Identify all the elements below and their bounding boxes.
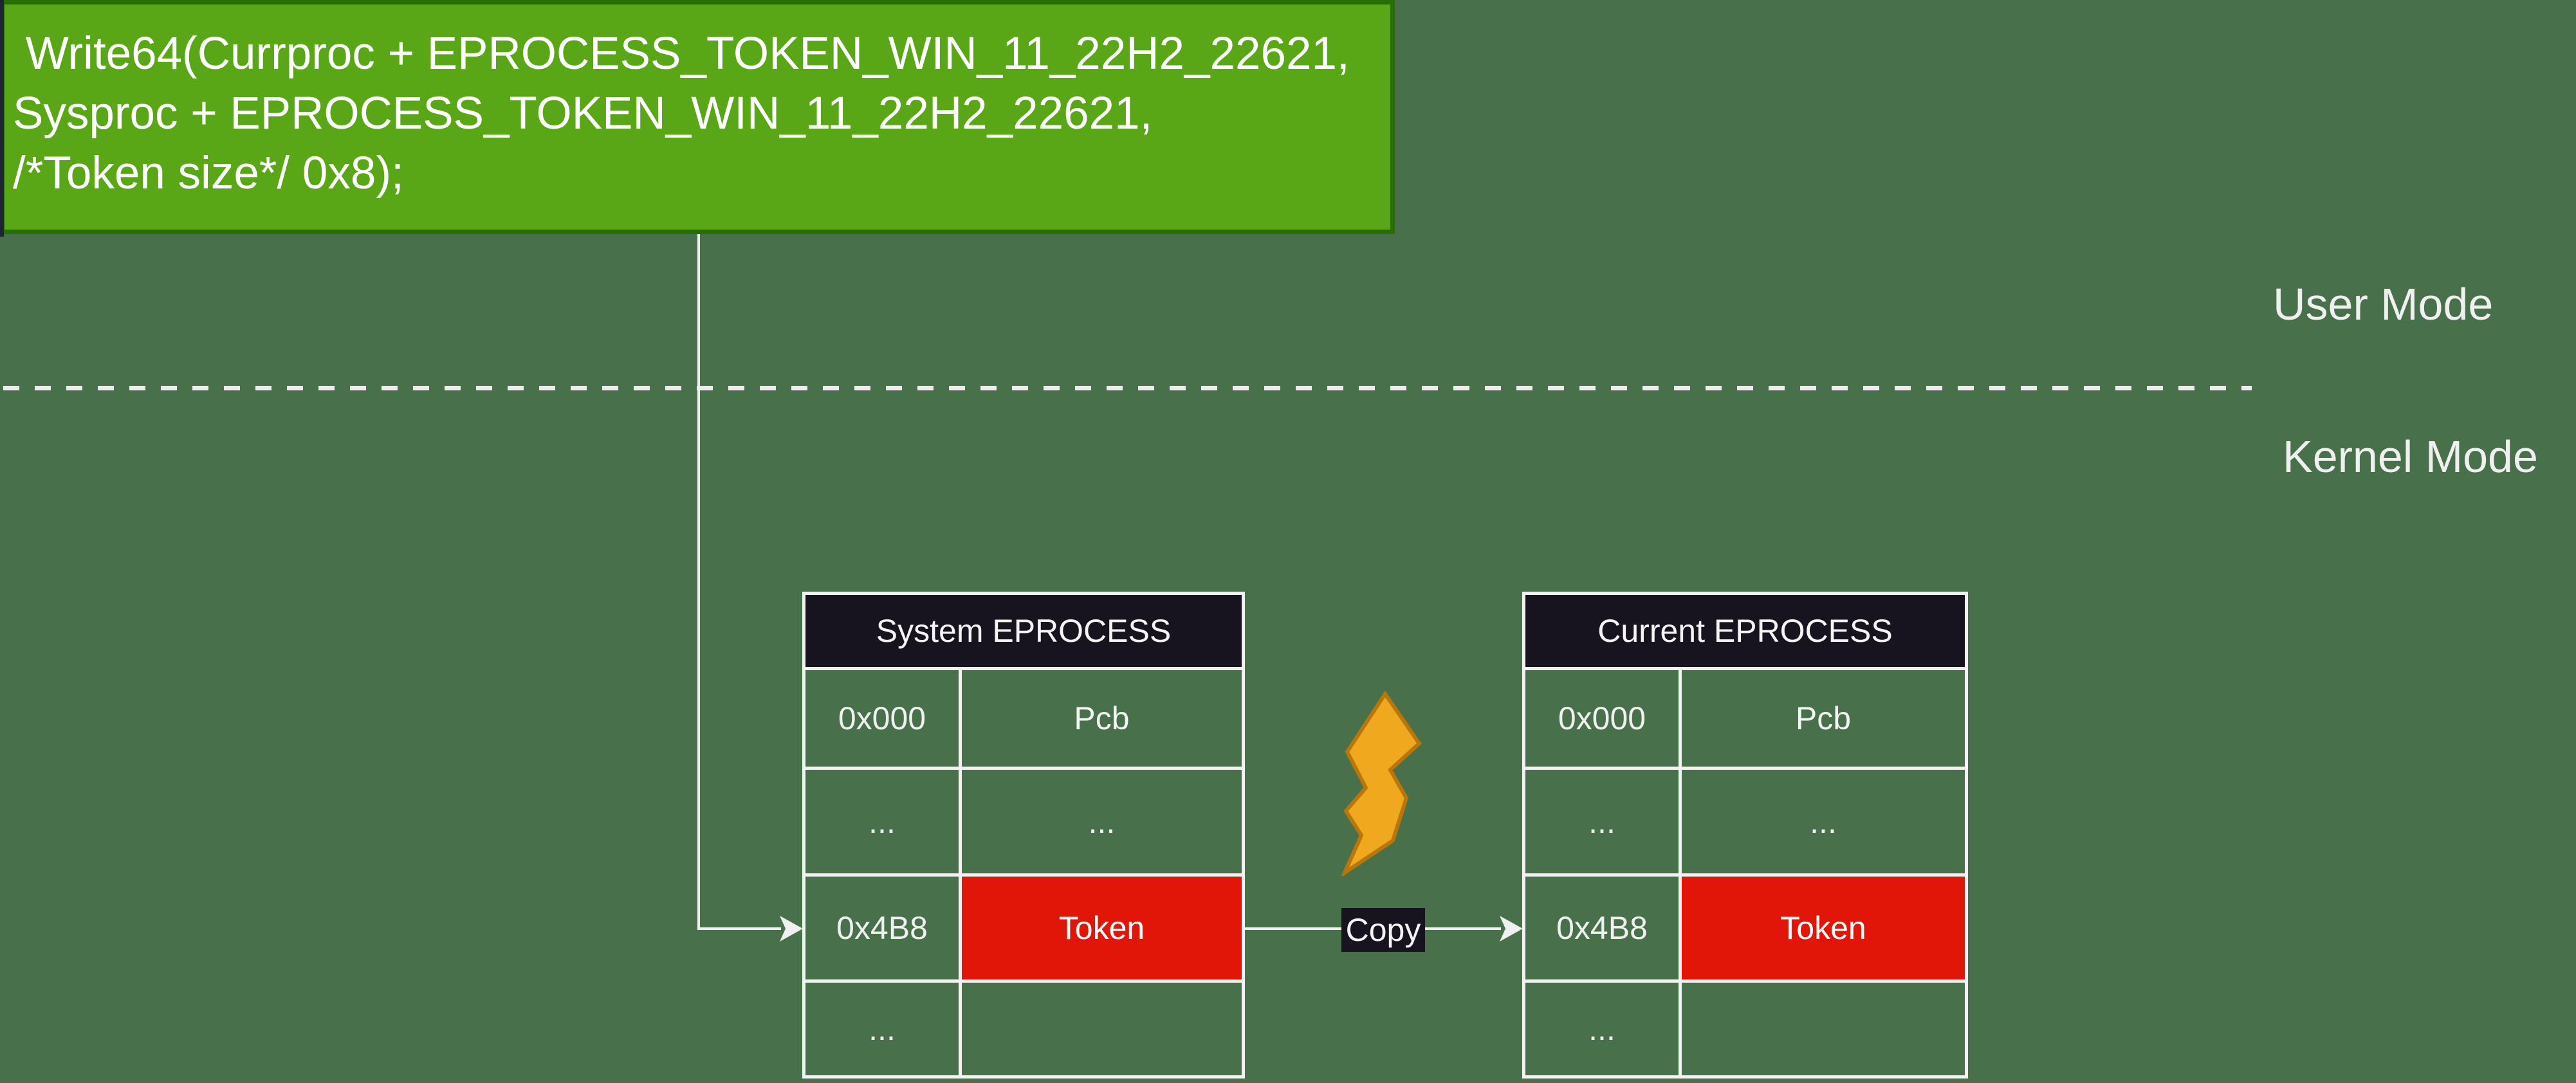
exploit-code-box: Write64(Currproc + EPROCESS_TOKEN_WIN_11… xyxy=(0,0,1395,234)
value-cell xyxy=(962,983,1242,1075)
offset-cell: ... xyxy=(1525,983,1682,1075)
offset-cell: ... xyxy=(805,770,962,873)
write-connector-vertical-line xyxy=(697,234,700,930)
value-cell xyxy=(1682,983,1965,1075)
offset-cell: ... xyxy=(805,983,962,1075)
copy-badge: Copy xyxy=(1341,908,1425,952)
offset-cell: ... xyxy=(1525,770,1682,873)
left-edge-strip xyxy=(0,0,4,237)
arrowhead-icon xyxy=(1500,916,1523,942)
value-cell: Pcb xyxy=(1795,700,1852,736)
table-row: ... xyxy=(1525,983,1965,1075)
user-kernel-divider-dashed-line xyxy=(3,386,2252,390)
current-eprocess-title: Current EPROCESS xyxy=(1525,595,1965,670)
table-row: ... xyxy=(805,983,1242,1075)
system-eprocess-title: System EPROCESS xyxy=(805,595,1242,670)
table-row: ...... xyxy=(1525,770,1965,877)
arrowhead-icon xyxy=(780,916,803,942)
token-cell: Token xyxy=(1682,877,1965,979)
kernel-mode-label: Kernel Mode xyxy=(2283,432,2538,482)
offset-cell: 0x4B8 xyxy=(805,877,962,979)
table-row: 0x000 Pcb xyxy=(805,670,1242,770)
table-row: ...... xyxy=(805,770,1242,877)
write-connector-horizontal-line xyxy=(697,927,781,930)
code-line-1: Write64(Currproc + EPROCESS_TOKEN_WIN_11… xyxy=(13,28,1350,79)
offset-cell: 0x4B8 xyxy=(1525,877,1682,979)
lightning-bolt-icon xyxy=(1341,690,1422,876)
value-cell: Pcb xyxy=(1074,700,1130,736)
token-cell: Token xyxy=(962,877,1242,979)
code-line-3: /*Token size*/ 0x8); xyxy=(13,148,404,199)
value-cell: ... xyxy=(1810,803,1837,840)
user-mode-label: User Mode xyxy=(2273,279,2494,329)
value-cell: ... xyxy=(1088,803,1116,840)
offset-cell: 0x000 xyxy=(1525,670,1682,767)
offset-cell: 0x000 xyxy=(805,670,962,767)
table-row: 0x000 Pcb xyxy=(1525,670,1965,770)
copy-arrow-line-left xyxy=(1242,927,1341,930)
code-line-2: Sysproc + EPROCESS_TOKEN_WIN_11_22H2_226… xyxy=(13,88,1153,139)
copy-arrow-line-right xyxy=(1425,927,1501,930)
